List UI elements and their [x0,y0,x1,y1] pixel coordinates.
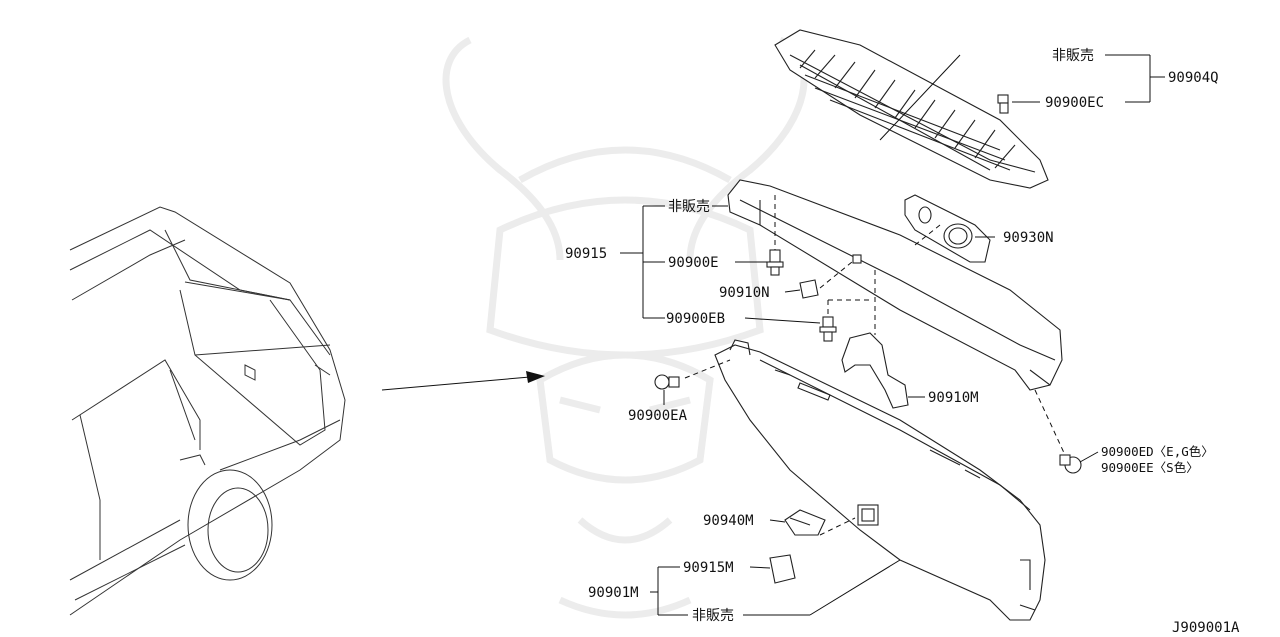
label-not-for-sale-bottom: 非販売 [692,608,734,624]
lower-trim-panel-90901m [714,339,1046,621]
speaker-grille-90930n [904,194,991,263]
label-90900ea: 90900EA [628,408,688,424]
label-90930n: 90930N [1003,230,1054,246]
upper-cover-panel [774,29,1049,189]
label-90900ed: 90900ED〈E,G色〉 [1101,444,1214,459]
label-90900ec: 90900EC [1045,95,1104,111]
label-90915m: 90915M [683,560,734,576]
direction-arrow [381,371,545,391]
clip-90900e [766,249,784,276]
part-labels: 非販売 90904Q 90900EC 非販売 90915 90900E 9091… [565,48,1240,636]
handle-90940m [784,509,826,536]
label-90900ee: 90900EE〈S色〉 [1101,460,1199,475]
vehicle-rear-view [69,206,346,616]
leader-lines [620,54,1165,616]
bracket-90910m [841,332,909,409]
clip-90900ed-ee [1059,454,1082,474]
label-90940m: 90940M [703,513,754,529]
label-90915: 90915 [565,246,607,262]
upper-trim-90915 [727,179,1063,391]
label-90900eb: 90900EB [666,311,725,327]
dashed-guides [684,195,1066,536]
clip-90900eb [819,316,837,342]
cap-90910n [799,279,819,299]
label-90904q: 90904Q [1168,70,1219,86]
diagram-code: J909001A [1172,620,1240,636]
label-90901m: 90901M [588,585,639,601]
clip-90900ec [997,94,1040,114]
cover-90915m [769,554,796,584]
clip-90900ea [654,374,680,390]
label-90900e: 90900E [668,255,719,271]
label-not-for-sale-top: 非販売 [1052,48,1094,64]
label-90910m: 90910M [928,390,979,406]
label-not-for-sale-mid: 非販売 [668,199,710,215]
label-90910n: 90910N [719,285,770,301]
